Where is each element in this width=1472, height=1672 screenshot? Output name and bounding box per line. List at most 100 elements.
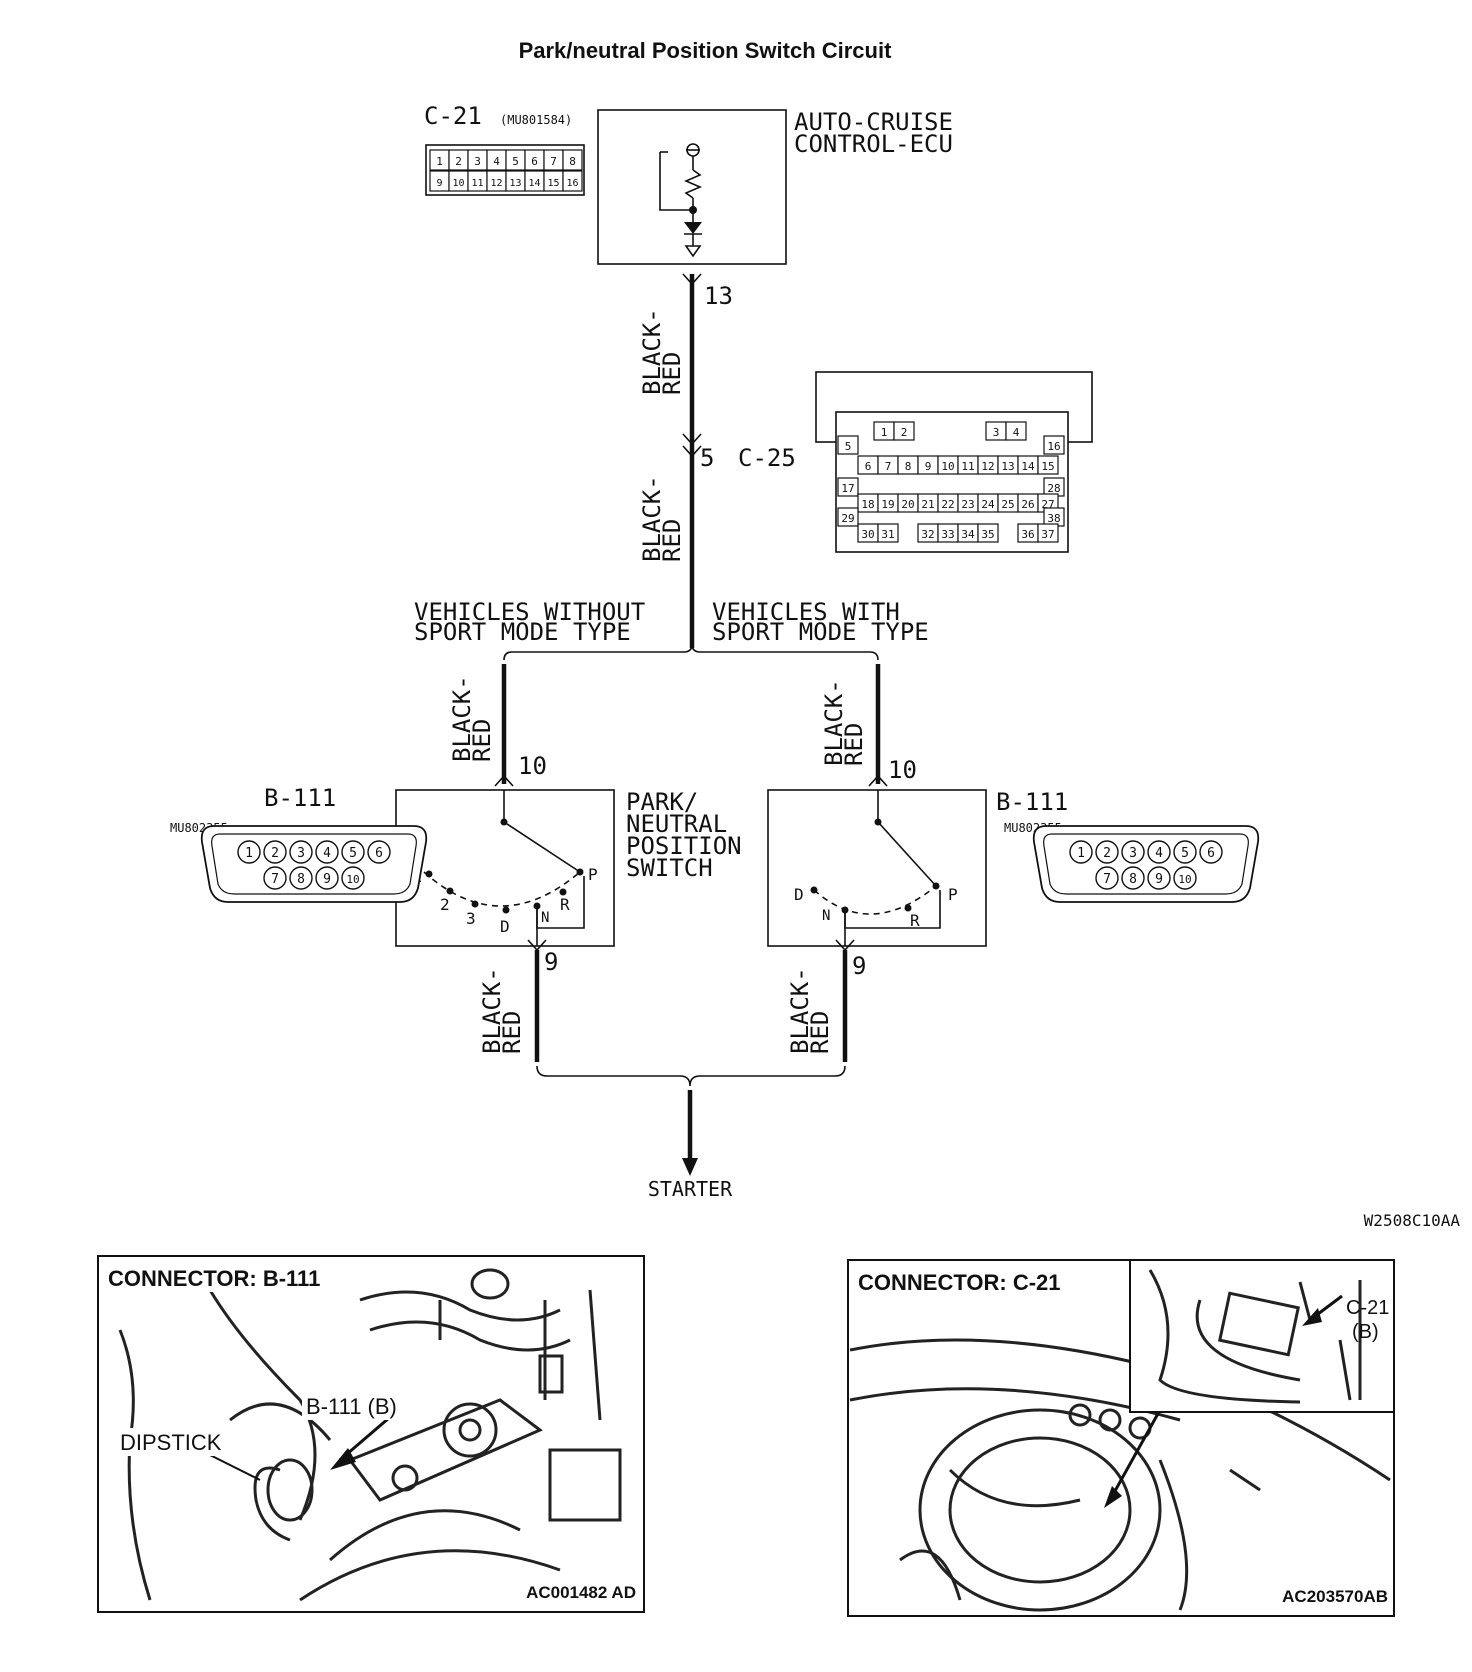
c25-pin-number: 28	[1047, 482, 1060, 495]
starter-arrow	[682, 1158, 698, 1176]
pin5-connector-mark-top	[682, 433, 702, 446]
c25-pin-number: 16	[1047, 440, 1060, 453]
right-wire-top-line1: BLACK-	[820, 679, 848, 766]
b111-pin	[1173, 866, 1197, 890]
b111-inner	[1043, 833, 1249, 895]
c25-pin-number: 5	[845, 440, 852, 453]
b111-pin	[289, 840, 313, 864]
c25-pin-number: 35	[981, 528, 994, 541]
c21-pin-number: 10	[452, 178, 464, 189]
c21-pin-number: 7	[550, 155, 557, 168]
b111-pin-number: 4	[323, 846, 331, 861]
b111-pin	[237, 840, 261, 864]
wire-upper-color-line1: BLACK-	[638, 308, 666, 395]
c25-pin-number: 37	[1041, 528, 1054, 541]
c25-pin-number: 14	[1021, 460, 1035, 473]
c25-pin-number: 10	[941, 460, 954, 473]
c21-pin-number: 8	[569, 155, 576, 168]
photo-left-label-bg	[116, 1428, 238, 1456]
c21-pin-number: 6	[531, 155, 538, 168]
b111-pin-number: 5	[1181, 846, 1189, 861]
branch-right-label-line2: SPORT MODE TYPE	[712, 618, 929, 646]
b111-pin	[263, 866, 287, 890]
starter-label: STARTER	[648, 1177, 733, 1201]
b111-pin	[1121, 840, 1145, 864]
wire-mid-color-line1: BLACK-	[638, 475, 666, 562]
b111-pin-number: 1	[1077, 846, 1085, 861]
right-pos-n: N	[822, 908, 830, 924]
left-pos-n: N	[541, 910, 549, 926]
left-pin-9-label: 9	[544, 948, 558, 976]
b111-pin	[289, 866, 313, 890]
c25-pin-number: 34	[961, 528, 975, 541]
left-pin10-mark	[494, 774, 514, 787]
photo-right-code: AC203570AB	[1282, 1587, 1388, 1606]
photo-left-title-bg	[104, 1262, 354, 1292]
right-pos-r: R	[910, 911, 920, 930]
b111-pin	[341, 840, 365, 864]
auto-cruise-ecu-box	[597, 109, 787, 265]
b111-pin	[341, 866, 365, 890]
c25-pin-number: 30	[861, 528, 874, 541]
b111-pin-number: 2	[271, 846, 279, 861]
b111-pin-number: 3	[1129, 846, 1137, 861]
b111-pin	[1121, 866, 1145, 890]
c25-pin-cell	[1037, 455, 1059, 475]
c25-pin-number: 6	[865, 460, 872, 473]
right-park-neutral-switch	[767, 789, 987, 947]
c25-pin-cell	[977, 523, 999, 543]
c25-connector-label: C-25	[738, 444, 796, 472]
b111-shell	[200, 825, 428, 903]
c25-pin-cell	[837, 507, 859, 527]
b111-pin	[1147, 840, 1171, 864]
photo-left-callout-bg	[302, 1392, 412, 1420]
c21-pin-number: 5	[512, 155, 519, 168]
c25-pin-number: 22	[941, 498, 954, 511]
b111-pin-number: 3	[297, 846, 305, 861]
b111-inner	[211, 833, 417, 895]
b111-pin-number: 4	[1155, 846, 1163, 861]
b111-pin-number: 10	[1178, 873, 1191, 886]
c25-pin-number: 2	[901, 426, 908, 439]
b111-pin	[263, 840, 287, 864]
photo-right-title-bg	[854, 1266, 1090, 1296]
ecu-name-line2: CONTROL-ECU	[794, 130, 953, 158]
left-pin-10-label: 10	[518, 752, 547, 780]
wire-upper-color-line2: RED	[658, 352, 686, 395]
c25-pin-number: 12	[981, 460, 994, 473]
c25-pin-cell	[837, 435, 859, 455]
c21-pin-number: 11	[471, 178, 483, 189]
c21-pin-cell	[562, 170, 583, 192]
c21-pin-number: 14	[528, 178, 540, 189]
branch-split-brace	[503, 643, 879, 661]
c25-pin-number: 26	[1021, 498, 1034, 511]
left-wire-top-line2: RED	[468, 719, 496, 762]
c21-pin-number: 9	[436, 178, 442, 189]
photo-left-code: AC001482 AD	[526, 1583, 636, 1602]
b111-shell	[1032, 825, 1260, 903]
c25-pin-cell	[1037, 523, 1059, 543]
c25-pin-number: 19	[881, 498, 894, 511]
c21-pin-number: 1	[436, 155, 443, 168]
ecu-name-line1: AUTO-CRUISE	[794, 108, 953, 136]
right-pos-d: D	[794, 885, 804, 904]
photo-right-title: CONNECTOR: C-21	[858, 1270, 1061, 1295]
b111-pin	[1147, 866, 1171, 890]
c25-pin-number: 15	[1041, 460, 1054, 473]
c25-pin-number: 36	[1021, 528, 1034, 541]
b111-pin	[1095, 866, 1119, 890]
c21-pin-number: 16	[566, 178, 578, 189]
c25-pin-number: 11	[961, 460, 974, 473]
pin-5-label: 5	[700, 444, 714, 472]
c25-pin-cell	[837, 477, 859, 497]
left-park-neutral-switch	[395, 789, 615, 947]
c21-pin-number: 4	[493, 155, 500, 168]
c25-pin-number: 31	[881, 528, 894, 541]
pin13-connector-mark	[682, 273, 702, 286]
b111-pin	[315, 840, 339, 864]
left-pos-r: R	[560, 895, 570, 914]
